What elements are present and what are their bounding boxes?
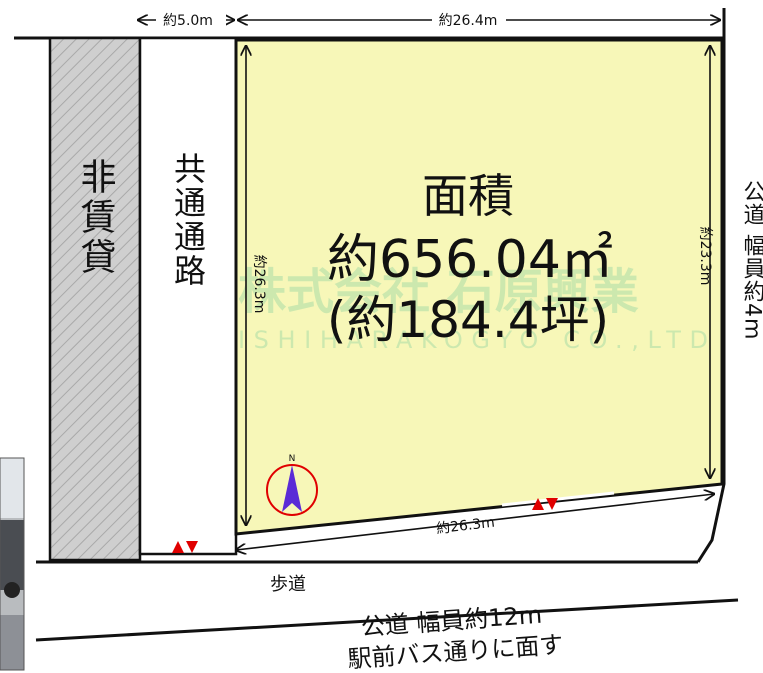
compass-needle <box>282 465 302 512</box>
common-passage-label: 共通通路 <box>169 152 207 288</box>
bottom-plot-dimension-line <box>236 494 714 550</box>
top-lane-dimension: 約5.0m <box>163 13 213 29</box>
entrance-gap-right <box>501 491 615 507</box>
watermark-company-jp: 株式会社 石原興業 <box>238 264 639 320</box>
bottom-plot-dimension: 約26.3m <box>435 515 495 538</box>
non-rental-label: 非賃貸 <box>75 158 117 278</box>
left-plot-dimension: 約26.3m <box>251 255 267 314</box>
entrance-marker-right <box>532 498 558 510</box>
sidewalk-label: 歩道 <box>270 574 306 595</box>
north-compass: N <box>266 454 318 516</box>
right-plot-dimension: 約23.3m <box>697 227 713 286</box>
top-plot-dimension: 約26.4m <box>439 13 498 29</box>
photo-thumbnail <box>0 457 25 671</box>
area-title: 面積 <box>422 169 514 223</box>
entrance-marker-left <box>172 541 198 553</box>
side-road-label: 公道 幅員約4m <box>740 180 763 340</box>
non-rental-strip: 非賃貸 <box>48 36 142 562</box>
compass-north-label: N <box>289 454 296 464</box>
main-plot <box>234 38 724 536</box>
area-square-meters: 約656.04㎡ <box>327 230 613 290</box>
area-tsubo: (約184.4坪) <box>327 291 609 349</box>
common-passage: 共通通路 <box>138 36 238 556</box>
